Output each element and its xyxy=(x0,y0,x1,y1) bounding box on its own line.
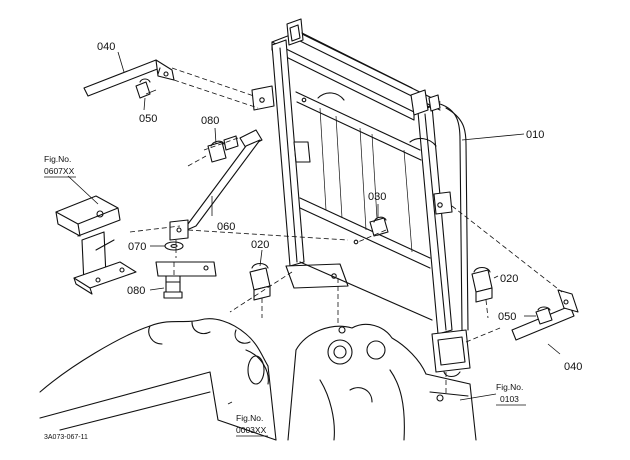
bolt-050-top xyxy=(135,78,157,99)
left-bracket-plate xyxy=(83,59,175,97)
fig-ref-0103-line1: Fig.No. xyxy=(496,382,523,392)
label-020-left: 020 xyxy=(251,239,269,251)
engine-block-outline xyxy=(39,318,277,441)
label-060: 060 xyxy=(217,221,235,233)
fig-ref-0103-line2: 0103 xyxy=(500,394,519,404)
leader-lines xyxy=(67,51,561,405)
ref-assembly-0607 xyxy=(55,195,137,295)
label-020-right: 020 xyxy=(500,273,518,285)
fig-ref-0607-line1: Fig.No. xyxy=(44,154,71,164)
drawing-code: 3A073-067-11 xyxy=(44,434,88,441)
label-080-top: 080 xyxy=(201,115,219,127)
fig-ref-0003-line1: Fig.No. xyxy=(236,413,263,423)
label-050-top: 050 xyxy=(139,113,157,125)
label-050-bottom: 050 xyxy=(498,311,516,323)
label-080-bottom: 080 xyxy=(127,285,145,297)
fig-ref-0607-line2: 0607XX xyxy=(44,166,75,176)
nut-020-left xyxy=(249,262,271,301)
label-010: 010 xyxy=(526,129,544,141)
fig-ref-0003-line2: 0003XX xyxy=(236,425,267,435)
transmission-housing-outline xyxy=(287,323,477,441)
main-frame xyxy=(251,18,471,378)
strap-plate xyxy=(155,261,217,277)
bolt-050-bottom xyxy=(535,306,553,325)
bolt-080-bottom xyxy=(163,275,183,299)
label-040-bottom: 040 xyxy=(564,361,582,373)
label-040-top: 040 xyxy=(97,41,115,53)
washer-070 xyxy=(164,241,184,251)
bolt-030 xyxy=(369,216,389,237)
stay-060 xyxy=(169,129,263,241)
assembly-dash-lines xyxy=(129,67,563,396)
label-030: 030 xyxy=(368,191,386,203)
nut-020-right xyxy=(471,266,493,303)
label-070: 070 xyxy=(128,241,146,253)
